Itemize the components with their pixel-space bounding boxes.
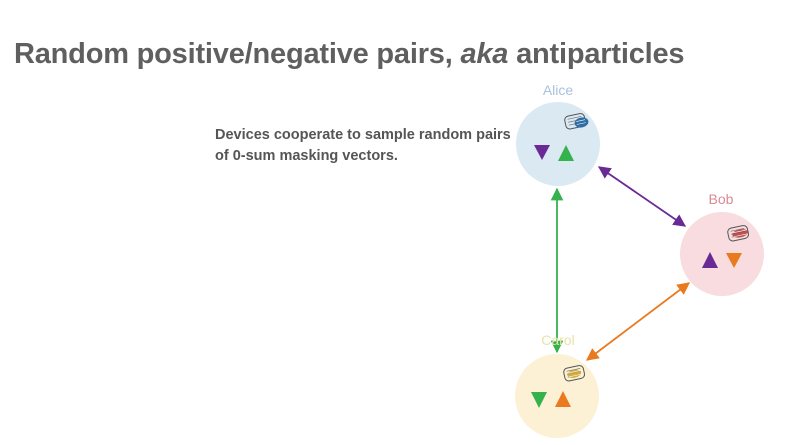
alice-label: Alice — [543, 82, 574, 98]
alice-bob-edge — [599, 167, 685, 226]
alice-node — [516, 102, 600, 186]
bob-carol-edge — [587, 283, 689, 360]
bob-label: Bob — [709, 191, 734, 207]
carol-node — [515, 354, 599, 438]
bob-node — [680, 212, 764, 296]
carol-label: Carol — [541, 332, 574, 348]
